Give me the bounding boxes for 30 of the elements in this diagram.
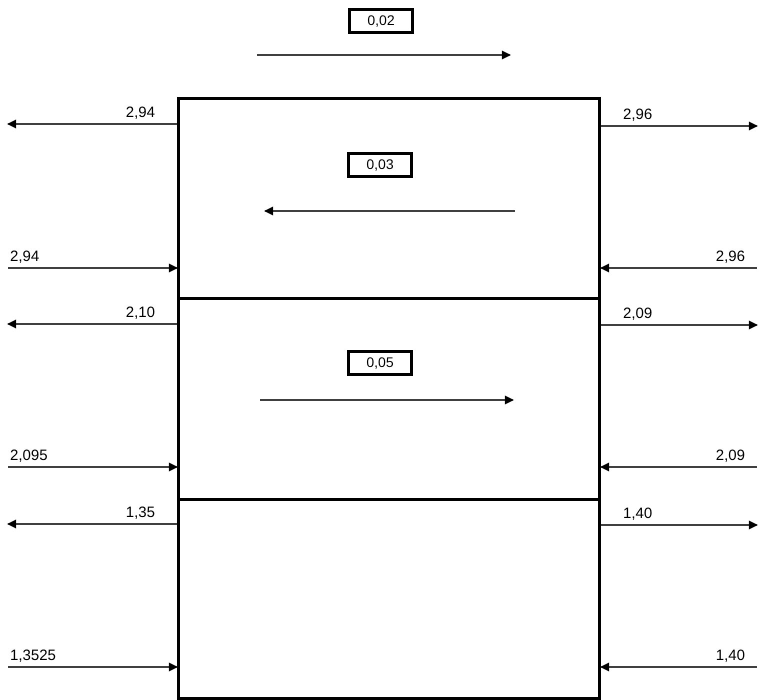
edge-label: 2,94 [10, 249, 40, 265]
arrow [8, 662, 178, 672]
section-box [177, 97, 601, 300]
edge-label: 2,10 [126, 305, 155, 321]
arrow [7, 320, 177, 328]
arrow [8, 264, 178, 272]
edge-label: 2,96 [623, 107, 652, 123]
edge-label: 1,40 [623, 506, 652, 522]
value-box: 0,03 [347, 152, 413, 178]
arrow [7, 520, 177, 528]
arrow [7, 120, 177, 128]
value-box: 0,05 [347, 350, 413, 376]
arrow [600, 462, 757, 472]
edge-label: 2,96 [716, 249, 745, 265]
arrow [8, 462, 178, 472]
section-box [177, 498, 601, 700]
edge-label: 1,40 [716, 648, 745, 664]
edge-label: 1,35 [126, 505, 155, 521]
arrow [601, 520, 758, 530]
value-box: 0,02 [348, 8, 414, 34]
arrow [601, 320, 758, 330]
edge-label: 2,09 [623, 306, 652, 322]
edge-label: 2,09 [716, 448, 745, 464]
section-box [177, 297, 601, 501]
edge-label: 2,94 [126, 105, 155, 121]
arrow [601, 122, 758, 130]
edge-label: 2,095 [10, 448, 48, 464]
edge-label: 1,3525 [10, 648, 56, 664]
arrow [600, 662, 757, 672]
arrow [600, 264, 757, 272]
